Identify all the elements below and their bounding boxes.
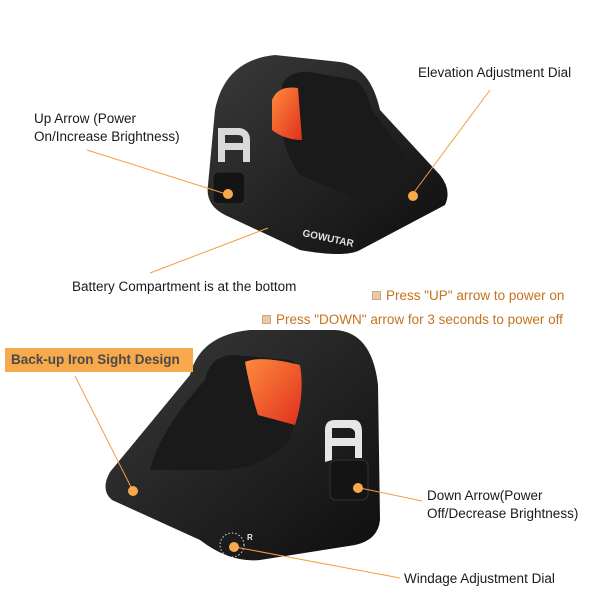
battery-label: Battery Compartment is at the bottom <box>72 279 297 294</box>
iron-sight-highlight-label: Back-up Iron Sight Design <box>5 348 193 372</box>
up-arrow-button <box>212 171 246 205</box>
down-arrow-button <box>329 459 369 501</box>
leader-lines <box>74 89 491 579</box>
bullet-icon <box>372 291 381 300</box>
elevation-marker <box>408 191 418 201</box>
svg-text:R: R <box>247 533 253 542</box>
bullet-icon <box>262 315 271 324</box>
down-arrow-marker <box>353 483 363 493</box>
iron-sight-marker <box>128 486 138 496</box>
marker-dots <box>128 189 418 552</box>
up-arrow-label: Up Arrow (Power On/Increase Brightness) <box>34 111 180 144</box>
bottom-red-dot-sight: R <box>105 330 381 561</box>
elevation-dial-label: Elevation Adjustment Dial <box>418 65 572 80</box>
windage-marker <box>229 542 239 552</box>
instruction-power-off: Press "DOWN" arrow for 3 seconds to powe… <box>262 312 563 327</box>
down-arrow-label: Down Arrow(Power Off/Decrease Brightness… <box>427 488 579 521</box>
top-red-dot-sight: GOWUTAR <box>207 55 448 254</box>
up-arrow-marker <box>223 189 233 199</box>
windage-dial <box>219 532 245 558</box>
instruction-power-on: Press "UP" arrow to power on <box>372 288 564 303</box>
windage-dial-label: Windage Adjustment Dial <box>404 571 555 586</box>
